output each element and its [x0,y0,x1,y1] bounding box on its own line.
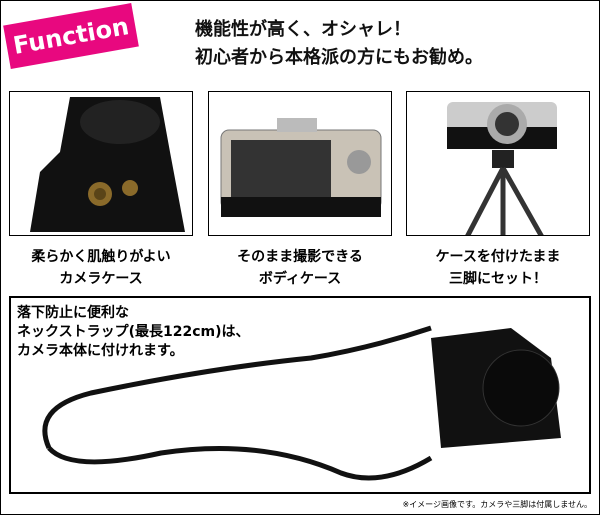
caption-3-line-1: ケースを付けたまま [435,249,561,265]
headline-line-1: 機能性が高く、オシャレ！ [195,19,411,40]
strap-line-2: ネックストラップ(最長122cm)は、 [17,324,250,340]
photo-case-leather [9,91,193,236]
photo-tripod [406,91,590,236]
caption-1: 柔らかく肌触りがよい カメラケース [1,246,201,290]
headline: 機能性が高く、オシャレ！ 初心者から本格派の方にもお勧め。 [195,16,483,72]
caption-3-line-2: 三脚にセット！ [449,271,547,287]
strap-image [42,325,561,481]
camera-on-tripod-image [447,102,557,235]
disclaimer-note: ※イメージ画像です。カメラや三脚は付属しません。 [402,500,592,509]
camera-back-image [220,118,382,217]
caption-2-line-2: ボディケース [258,271,342,287]
caption-2-line-1: そのまま撮影できる [237,249,363,265]
caption-1-line-1: 柔らかく肌触りがよい [31,249,171,265]
photo-body-case [208,91,392,236]
caption-2: そのまま撮影できる ボディケース [200,246,400,290]
strap-section: 落下防止に便利な ネックストラップ(最長122cm)は、 カメラ本体に付けれます… [9,296,591,494]
strap-line-3: カメラ本体に付けれます。 [17,343,184,359]
caption-1-line-2: カメラケース [59,271,143,287]
caption-3: ケースを付けたまま 三脚にセット！ [398,246,598,290]
headline-line-2: 初心者から本格派の方にもお勧め。 [195,47,483,68]
case-image [30,97,185,232]
strap-line-1: 落下防止に便利な [17,305,129,321]
strap-description: 落下防止に便利な ネックストラップ(最長122cm)は、 カメラ本体に付けれます… [17,304,250,361]
